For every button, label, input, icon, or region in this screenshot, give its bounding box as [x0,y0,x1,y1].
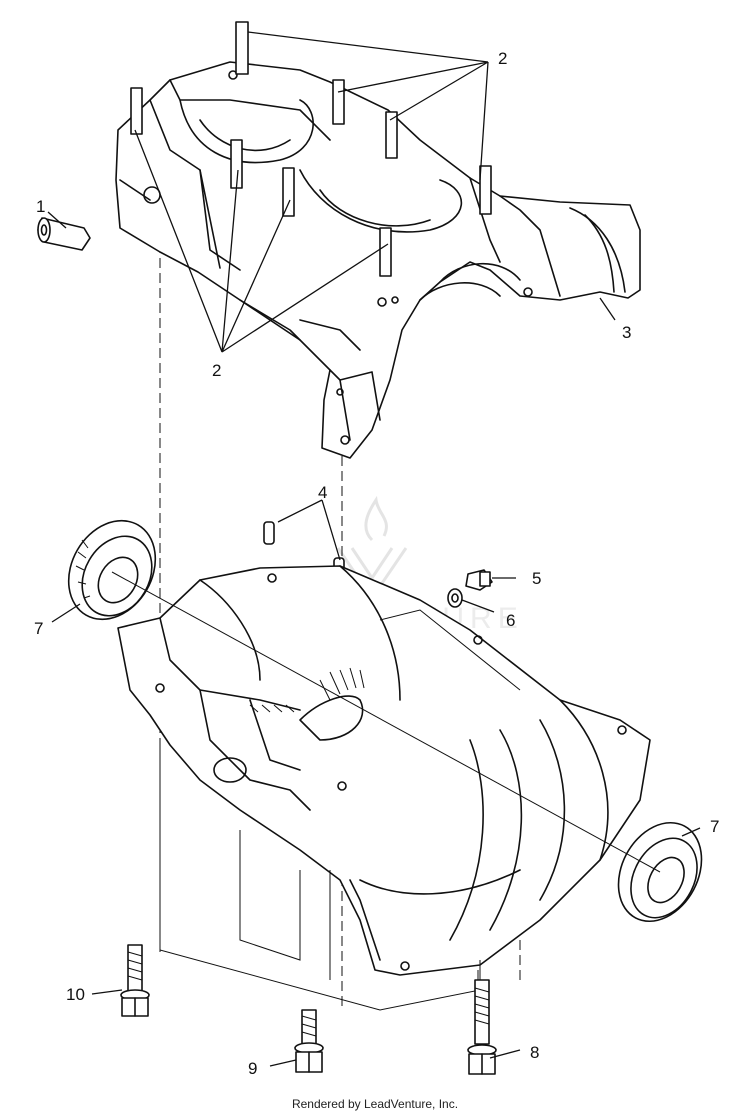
callout-2-bottom: 2 [212,361,221,380]
callout-3: 3 [622,323,631,342]
callout-4: 4 [318,483,327,502]
callout-9: 9 [248,1059,257,1078]
crank-centerline [111,571,661,873]
oil-seal-left [67,519,157,621]
upper-crankcase [115,21,641,459]
callout-7-left: 7 [34,619,43,638]
callout-5: 5 [532,569,541,588]
callout-8: 8 [530,1043,539,1062]
bolt-part-8 [467,979,497,1075]
lower-crankcase [117,565,651,1011]
callout-1: 1 [36,197,45,216]
stud-group-upper [130,21,492,277]
callout-2-top: 2 [498,49,507,68]
footer-credit: Rendered by LeadVenture, Inc. [291,1097,459,1111]
callout-7-right: 7 [710,817,719,836]
bolt-part-9 [294,1009,324,1073]
fitting-part-1 [37,217,91,251]
callout-6: 6 [506,611,515,630]
callout-10: 10 [66,985,85,1004]
callout-labels: 1 2 2 3 4 5 6 7 7 8 9 10 [34,49,719,1078]
plug-part-5 [465,569,493,591]
leader-lines [47,31,701,1067]
bolt-part-10 [120,944,150,1017]
washer-part-6 [447,588,463,608]
